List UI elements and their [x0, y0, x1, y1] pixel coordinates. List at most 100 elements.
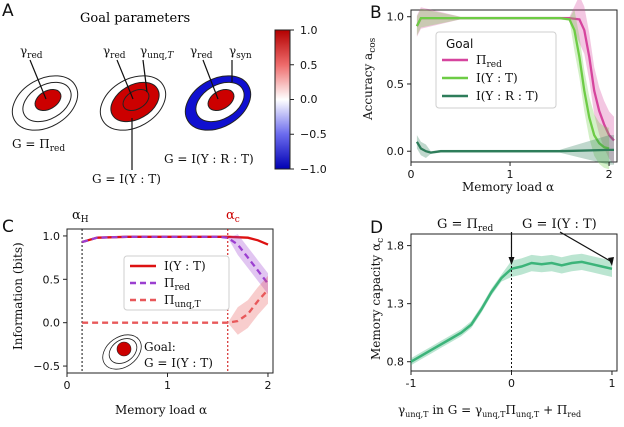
pointer-line — [202, 59, 219, 100]
goal-info-label: G = I(Y : T) — [92, 172, 161, 186]
goal-diagram-red: γred G = Πred — [11, 44, 79, 154]
panel-c-label: C — [2, 217, 14, 237]
arrow-head — [607, 257, 614, 266]
red-region — [207, 89, 235, 111]
alpha-c-label: αc — [226, 208, 240, 225]
goal-inset: Goal: G = I(Y : T) — [102, 334, 213, 370]
gamma-syn-label: γsyn — [229, 44, 252, 61]
colorbar-tick: −0.5 — [300, 128, 327, 141]
annotation-pi-red: G = Πred — [437, 217, 494, 234]
series-line — [81, 235, 269, 285]
alpha-h-label: αH — [72, 208, 89, 225]
red-region — [34, 89, 62, 111]
inset-red-region — [116, 341, 132, 357]
colorbar-tick: −1.0 — [300, 163, 327, 176]
gamma-red-label: γred — [103, 44, 126, 61]
y-tick-label: −0.5 — [33, 360, 60, 373]
panel-d: D -1 0 1 0.8 1.3 1.8 Memory capacity αc γunq,… — [369, 217, 618, 419]
arrow-head — [508, 257, 515, 265]
panel-b: B 0 1 2 0.0 0.5 1.0 Memory load α Accuracy ac… — [361, 0, 618, 194]
colorbar — [274, 29, 291, 170]
y-axis-label: Memory capacity αc — [369, 238, 386, 360]
middle-ellipse — [22, 81, 72, 123]
panel-d-label: D — [370, 218, 383, 238]
pointer-line — [116, 59, 134, 100]
legend-item: I(Y : T) — [476, 71, 518, 85]
x-tick-label: 0 — [64, 379, 71, 392]
error-band — [416, 135, 614, 165]
colorbar-tick: 0.0 — [300, 93, 318, 106]
colorbar-ticks: 1.0 0.5 0.0 −0.5 −1.0 — [290, 24, 327, 176]
goal-diagram-info: γred γunq,T G = I(Y : T) — [92, 44, 174, 186]
legend: I(Y : T) Πred Πunq,T — [123, 255, 230, 311]
y-tick-label: 0.0 — [387, 145, 405, 158]
annotation-info: G = I(Y : T) — [522, 217, 597, 232]
axis-ticks: 0 1 2 −0.5 0.0 0.5 1.0 — [33, 230, 271, 392]
x-tick-label: -1 — [406, 377, 417, 390]
x-axis-label: Memory load α — [462, 180, 554, 194]
panel-a-label: A — [2, 1, 14, 21]
legend-box — [123, 255, 230, 311]
panel-a: A Goal parameters γred G = Πred γred γun… — [2, 1, 327, 186]
y-tick-label: 0.8 — [387, 356, 405, 369]
x-tick-label: 2 — [606, 168, 613, 181]
goal-diagram-syn: γred γsyn G = I(Y : R : T) — [164, 44, 254, 166]
plot-frame — [66, 228, 274, 374]
inset-middle-ellipse — [108, 338, 138, 364]
x-tick-label: 2 — [264, 379, 271, 392]
legend-item: I(Y : R : T) — [476, 89, 538, 103]
gamma-red-label: γred — [20, 44, 43, 61]
x-tick-label: 1 — [608, 377, 615, 390]
legend-item: I(Y : T) — [164, 259, 206, 273]
panel-b-label: B — [370, 3, 382, 23]
y-axis-label: Information (bits) — [11, 242, 25, 350]
x-tick-label: 0 — [408, 168, 415, 181]
goal-syn-label: G = I(Y : R : T) — [164, 152, 254, 166]
x-axis-label: γunq,T in G = γunq,TΠunq,T + Πred — [398, 403, 581, 419]
series-line — [415, 16, 610, 150]
gamma-red-label: γred — [190, 44, 213, 61]
error-band — [416, 0, 614, 165]
y-tick-label: 0.5 — [387, 78, 405, 91]
series-line — [410, 260, 613, 363]
annotation-arrow — [559, 231, 613, 263]
goal-label: Goal: — [144, 340, 176, 354]
red-region — [122, 89, 150, 111]
series-line — [415, 141, 614, 154]
outer-ellipse — [11, 75, 79, 131]
y-tick-label: 1.8 — [387, 240, 405, 253]
colorbar-tick: 0.5 — [300, 59, 318, 72]
x-tick-label: 1 — [164, 379, 171, 392]
panel-a-title: Goal parameters — [80, 11, 190, 26]
axis-ticks: 0 1 2 0.0 0.5 1.0 — [387, 11, 613, 181]
plot-frame — [410, 9, 618, 163]
legend-box — [435, 31, 557, 109]
x-axis-label: Memory load α — [115, 403, 207, 417]
legend: Goal Πred I(Y : T) I(Y : R : T) — [435, 31, 557, 109]
y-tick-label: 0.0 — [43, 317, 61, 330]
legend-title: Goal — [446, 37, 473, 51]
gamma-unq-label: γunq,T — [140, 44, 174, 61]
legend-item: Πred — [476, 53, 502, 70]
x-tick-label: 0 — [508, 377, 515, 390]
y-tick-label: 0.5 — [43, 273, 61, 286]
goal-pi-red-label: G = Πred — [12, 137, 65, 154]
goal-label: G = I(Y : T) — [144, 356, 213, 370]
series-line — [82, 288, 269, 324]
colorbar-tick: 1.0 — [300, 24, 318, 37]
legend-item: Πred — [164, 276, 190, 293]
y-tick-label: 1.0 — [43, 230, 61, 243]
y-tick-label: 1.0 — [387, 11, 405, 24]
y-axis-label: Accuracy acos — [361, 37, 378, 121]
pointer-line — [29, 59, 47, 100]
plot-area — [410, 231, 614, 371]
plot-area — [415, 0, 615, 170]
outer-ellipse — [99, 75, 167, 131]
y-tick-label: 1.3 — [387, 298, 405, 311]
panel-c: C 0 1 2 −0.5 0.0 0.5 1.0 αH αc Memory load α I… — [2, 208, 274, 417]
plot-frame — [410, 233, 618, 372]
legend-item: Πunq,T — [164, 293, 201, 310]
x-tick-label: 1 — [507, 168, 514, 181]
pointer-line — [142, 59, 148, 93]
